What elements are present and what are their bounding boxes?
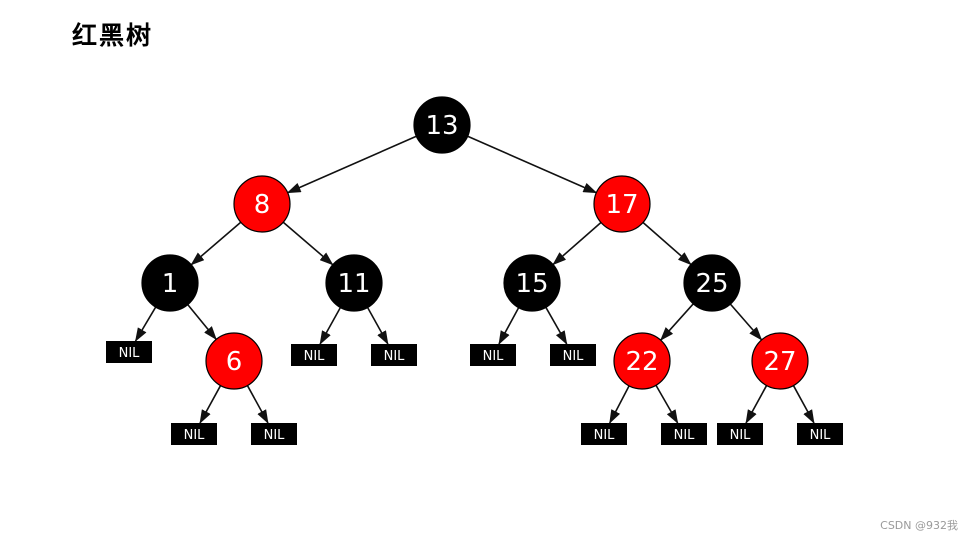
edge-n13-to-n8	[286, 135, 417, 194]
red-node-circle	[593, 175, 651, 233]
edge-n11-to-nil11R	[366, 307, 389, 345]
edge-n15-to-nil15R	[545, 306, 568, 345]
nil-leaf: NIL	[661, 423, 707, 445]
edge-n1-to-n6	[187, 304, 217, 341]
nil-box	[171, 423, 217, 445]
nil-leaf: NIL	[470, 344, 516, 366]
nil-box	[251, 423, 297, 445]
csdn-watermark: CSDN @932我	[880, 519, 958, 532]
edge-n27-to-nil27L	[745, 385, 768, 424]
nil-label: NIL	[119, 346, 141, 361]
edge-n17-to-n25	[642, 221, 692, 266]
edge-n22-to-nil22R	[655, 384, 679, 424]
edge-n22-to-nil22L	[609, 385, 630, 424]
tree-node-1: 1	[141, 254, 199, 312]
nil-box	[291, 344, 337, 366]
black-node-circle	[325, 254, 383, 312]
edge-n8-to-n11	[282, 221, 334, 266]
node-value: 17	[605, 190, 638, 220]
node-value: 1	[162, 269, 179, 299]
edge-n27-to-nil27R	[792, 385, 815, 424]
nil-box	[717, 423, 763, 445]
nil-leaf: NIL	[371, 344, 417, 366]
nil-label: NIL	[304, 349, 326, 364]
nil-label: NIL	[730, 428, 752, 443]
black-node-circle	[503, 254, 561, 312]
tree-node-25: 25	[683, 254, 741, 312]
tree-edges	[134, 135, 815, 424]
nil-box	[550, 344, 596, 366]
nil-label: NIL	[810, 428, 832, 443]
nil-label: NIL	[384, 349, 406, 364]
edge-n25-to-n27	[729, 303, 763, 341]
nil-leaf: NIL	[550, 344, 596, 366]
tree-node-17: 17	[593, 175, 651, 233]
nil-label: NIL	[563, 349, 585, 364]
tree-node-27: 27	[751, 332, 809, 390]
red-node-circle	[613, 332, 671, 390]
black-node-circle	[683, 254, 741, 312]
tree-node-15: 15	[503, 254, 561, 312]
nil-box	[581, 423, 627, 445]
nil-label: NIL	[483, 349, 505, 364]
edge-n6-to-nil6R	[246, 385, 269, 424]
red-node-circle	[205, 332, 263, 390]
nil-label: NIL	[184, 428, 206, 443]
page-title: 红黑树	[72, 21, 154, 50]
nil-leaf: NIL	[106, 341, 152, 363]
edge-n6-to-nil6L	[199, 385, 222, 424]
tree-node-11: 11	[325, 254, 383, 312]
tree-node-13: 13	[413, 96, 471, 154]
red-node-circle	[751, 332, 809, 390]
node-value: 22	[625, 347, 658, 377]
edge-n13-to-n17	[467, 135, 598, 194]
nil-box	[371, 344, 417, 366]
nil-box	[661, 423, 707, 445]
edge-n11-to-nil11L	[319, 307, 342, 345]
tree-node-6: 6	[205, 332, 263, 390]
nil-box	[470, 344, 516, 366]
nil-label: NIL	[594, 428, 616, 443]
edge-n8-to-n1	[190, 221, 242, 266]
nil-box	[106, 341, 152, 363]
nil-box	[797, 423, 843, 445]
edge-n25-to-n22	[660, 303, 694, 341]
black-node-circle	[141, 254, 199, 312]
nil-leaf: NIL	[717, 423, 763, 445]
edge-n1-to-nil1L	[134, 306, 157, 342]
node-value: 25	[695, 269, 728, 299]
node-value: 11	[337, 269, 370, 299]
black-node-circle	[413, 96, 471, 154]
nil-label: NIL	[264, 428, 286, 443]
node-value: 15	[515, 269, 548, 299]
edge-n17-to-n15	[552, 221, 602, 266]
nil-leaf: NIL	[581, 423, 627, 445]
tree-node-22: 22	[613, 332, 671, 390]
nil-leaves: NIL NIL NIL NIL NIL NIL NIL NIL NIL NIL NIL	[106, 341, 843, 445]
red-node-circle	[233, 175, 291, 233]
edge-n15-to-nil15L	[498, 307, 520, 345]
nil-label: NIL	[674, 428, 696, 443]
node-value: 27	[763, 347, 796, 377]
nil-leaf: NIL	[171, 423, 217, 445]
node-value: 8	[254, 190, 271, 220]
nil-leaf: NIL	[291, 344, 337, 366]
nil-leaf: NIL	[251, 423, 297, 445]
nil-leaf: NIL	[797, 423, 843, 445]
tree-node-8: 8	[233, 175, 291, 233]
node-value: 13	[425, 111, 458, 141]
node-value: 6	[226, 347, 243, 377]
